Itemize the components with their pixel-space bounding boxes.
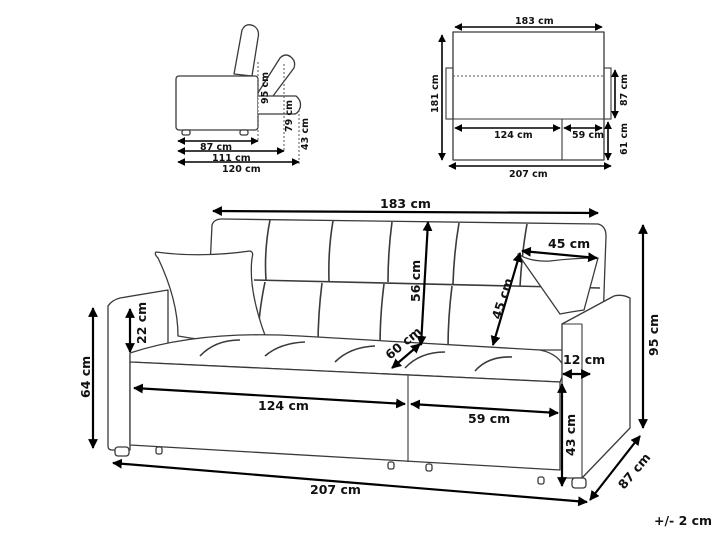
back-width-183-label: 183 cm — [380, 196, 431, 211]
side-foot-left — [181, 129, 191, 136]
top-arm-right — [603, 67, 612, 120]
top-depth-181-label: 181 cm — [430, 74, 441, 113]
main-view: 183 cm 56 cm 45 cm 45 cm 60 cm 12 cm 22 … — [78, 196, 661, 507]
side-height-79-label: 79 cm — [284, 100, 295, 132]
total-width-207-label: 207 cm — [310, 482, 361, 497]
caster-1 — [155, 446, 163, 455]
top-arm-left — [445, 67, 454, 120]
top-width-207-label: 207 cm — [509, 169, 548, 180]
side-bed-extension — [258, 95, 302, 115]
foot-front-left — [114, 446, 130, 457]
pillow-left — [154, 250, 267, 342]
armrest-height-22-label: 22 cm — [134, 302, 149, 344]
side-backrest-upright — [233, 24, 260, 77]
caster-4 — [537, 476, 545, 485]
seat-height-43-label: 43 cm — [563, 414, 578, 456]
top-bed-59-label: 59 cm — [572, 130, 604, 141]
side-height-95-label: 95 cm — [260, 72, 271, 104]
seat-left-124-label: 124 cm — [258, 398, 309, 413]
tolerance-note: +/- 2 cm — [654, 513, 712, 528]
top-bed-124-label: 124 cm — [494, 130, 533, 141]
top-width-183-label: 183 cm — [515, 16, 554, 27]
side-backrest-reclined — [255, 54, 296, 101]
armrest-width-12-label: 12 cm — [563, 352, 605, 367]
side-foot-right — [239, 129, 249, 136]
arm-height-64-label: 64 cm — [78, 356, 93, 398]
side-view: 87 cm 111 cm 120 cm 95 cm 79 cm 43 cm — [175, 24, 311, 175]
caster-3 — [425, 463, 433, 472]
caster-2 — [387, 461, 395, 470]
top-depth-87-label: 87 cm — [619, 74, 630, 106]
seat-right-59-label: 59 cm — [468, 411, 510, 426]
side-height-43-label: 43 cm — [300, 118, 311, 150]
top-view: 183 cm 181 cm 87 cm 124 cm 59 cm 61 cm 2… — [430, 16, 630, 180]
side-body — [175, 75, 259, 131]
top-ext-61-label: 61 cm — [619, 123, 630, 155]
total-height-95-label: 95 cm — [646, 314, 661, 356]
pillow-width-45-label: 45 cm — [548, 236, 590, 251]
back-height-56-label: 56 cm — [408, 260, 423, 302]
foot-front-right — [571, 477, 587, 489]
side-depth-120-label: 120 cm — [222, 164, 261, 175]
total-depth-87-label: 87 cm — [615, 450, 654, 492]
